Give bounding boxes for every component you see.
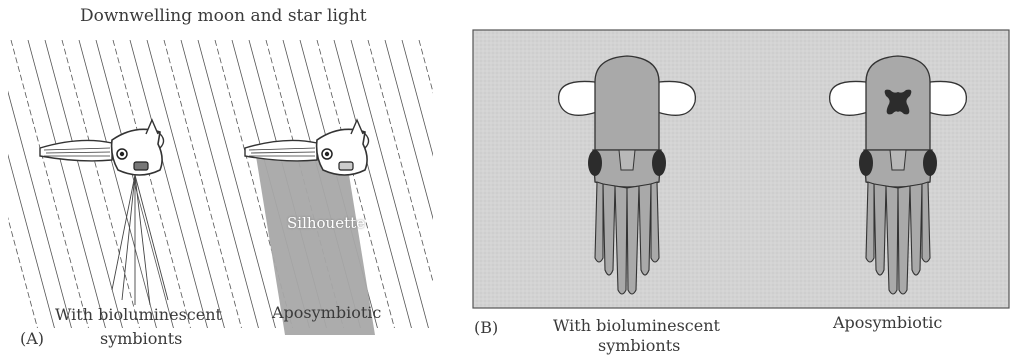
light-ray	[11, 40, 89, 330]
panel-a-right-caption: Aposymbiotic	[272, 303, 381, 322]
light-ray	[62, 40, 140, 330]
light-ray	[385, 40, 463, 330]
light-ray	[0, 40, 38, 330]
light-ray	[164, 40, 242, 330]
light-ray	[79, 40, 157, 330]
light-ray	[130, 40, 208, 330]
light-ray	[0, 40, 55, 330]
light-ray	[368, 40, 446, 330]
panel-a	[0, 40, 531, 335]
light-ray	[181, 40, 259, 330]
squid-side-with-symbionts	[40, 120, 164, 175]
light-ray	[147, 40, 225, 330]
panel-b-letter: (B)	[474, 318, 498, 337]
light-ray	[113, 40, 191, 330]
light-ray	[402, 40, 480, 330]
panel-b-right-caption: Aposymbiotic	[833, 313, 942, 332]
panel-a-left-caption-line2: symbionts	[100, 329, 182, 348]
panel-b	[473, 30, 1009, 308]
light-ray	[45, 40, 123, 330]
silhouette-label: Silhouette	[287, 214, 365, 232]
panel-b-left-caption-line2: symbionts	[598, 336, 680, 355]
light-ray	[0, 40, 72, 330]
panel-a-title: Downwelling moon and star light	[80, 6, 367, 26]
panel-b-left-caption-line1: With bioluminescent	[553, 316, 720, 335]
panel-a-letter: (A)	[20, 329, 44, 348]
panel-a-left-caption-line1: With bioluminescent	[55, 305, 222, 324]
light-ray	[28, 40, 106, 330]
